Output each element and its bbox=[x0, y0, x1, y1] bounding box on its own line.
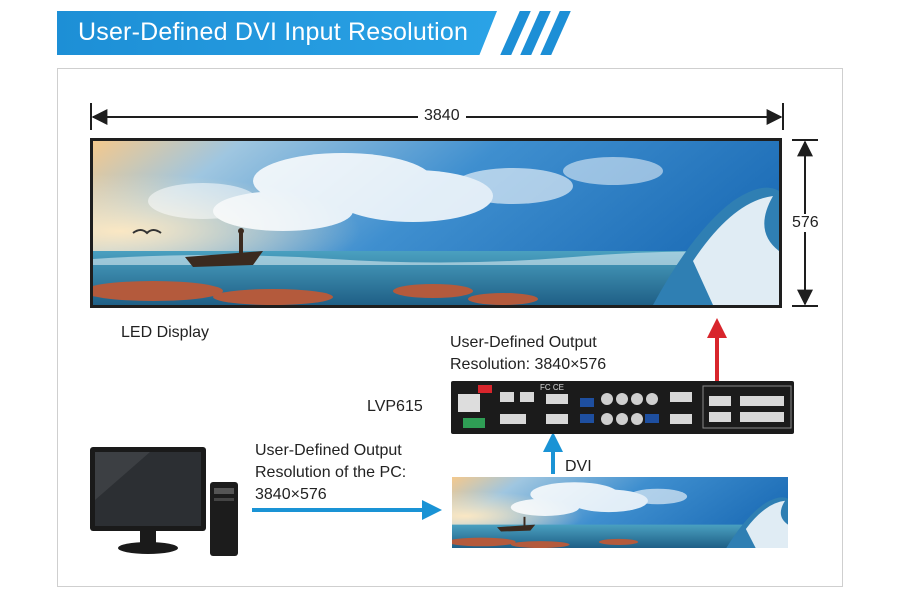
pc-output-image-art bbox=[452, 477, 788, 548]
monitor-icon bbox=[90, 447, 206, 554]
boat-icon bbox=[185, 228, 263, 267]
led-display-caption: LED Display bbox=[121, 324, 210, 341]
device-body bbox=[451, 381, 794, 434]
height-label: 576 bbox=[790, 214, 821, 232]
fc-mark: FC CE bbox=[540, 383, 564, 392]
pc-caption-line2: Resolution of the PC: bbox=[255, 464, 407, 481]
led-display bbox=[90, 138, 782, 308]
seagull-icon bbox=[132, 229, 162, 235]
power-switch bbox=[478, 385, 492, 393]
rocks bbox=[93, 281, 538, 305]
pc-caption-line1: User-Defined Output bbox=[255, 442, 402, 459]
led-display-image bbox=[93, 141, 779, 305]
clouds bbox=[148, 153, 663, 231]
pc-tower-icon bbox=[210, 482, 238, 556]
wave-foam bbox=[693, 196, 779, 305]
dvi-port bbox=[546, 414, 568, 424]
page-title: User-Defined DVI Input Resolution bbox=[78, 18, 469, 46]
pc-caption-line3: 3840×576 bbox=[255, 486, 327, 503]
vga-ports bbox=[580, 398, 659, 423]
pc-output-image bbox=[452, 477, 788, 548]
diagram-frame bbox=[57, 68, 843, 587]
port-group bbox=[500, 392, 784, 424]
processor-model: LVP615 bbox=[367, 398, 423, 415]
header-banner bbox=[57, 11, 497, 55]
dvi-label: DVI bbox=[565, 458, 592, 475]
power-socket bbox=[458, 394, 480, 412]
terminal-block bbox=[463, 418, 485, 428]
output-caption-line1: User-Defined Output bbox=[450, 334, 597, 351]
output-port-group bbox=[702, 385, 792, 429]
width-label: 3840 bbox=[418, 107, 466, 125]
bnc-ports bbox=[601, 393, 658, 425]
output-caption-line2: Resolution: 3840×576 bbox=[450, 356, 607, 373]
